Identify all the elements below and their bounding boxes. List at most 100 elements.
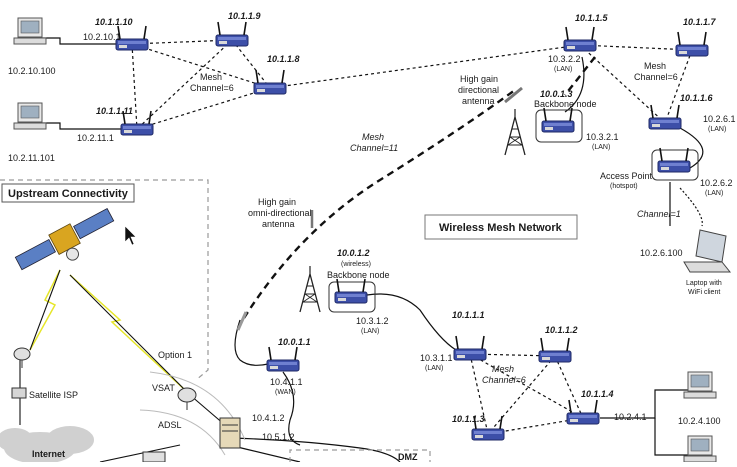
desktop-pc-icon [13, 17, 47, 45]
desktop-pc-icon [683, 435, 717, 463]
mesh-channel-label: Mesh [200, 72, 222, 82]
lan-label: (LAN) [361, 328, 379, 335]
node-id: 10.1.1.9 [228, 11, 261, 21]
ip-label: 10.2.6.1 [703, 114, 736, 124]
mesh-channel-label: Mesh [492, 364, 514, 374]
antenna-label: High gain [258, 197, 296, 207]
modem-icon [11, 387, 27, 399]
access-point-box [651, 149, 699, 181]
lan-label: (LAN) [708, 126, 726, 133]
node-id: 10.0.1.3 [540, 89, 573, 99]
ip-label: 10.3.2.2 [548, 54, 581, 64]
upstream-title-box [1, 183, 135, 203]
node-id: 10.1.1.10 [95, 17, 133, 27]
ip-label: 10.2.10.100 [8, 66, 56, 76]
mesh-router-icon [563, 26, 597, 52]
mesh-router-icon [215, 21, 249, 47]
mesh-router-icon [648, 104, 682, 130]
ip-label: 10.2.4.1 [614, 412, 647, 422]
vsat-dish-icon [177, 387, 197, 410]
ip-label: 10.2.10.1 [83, 32, 121, 42]
mesh-router-icon [538, 337, 572, 363]
desktop-pc-icon [13, 102, 47, 130]
title-box [424, 214, 578, 240]
desktop-pc-icon [683, 371, 717, 399]
internet-label: Internet [32, 449, 65, 459]
ip-label: 10.5.1.2 [262, 432, 295, 442]
mesh-channel-label: Channel=11 [350, 143, 398, 153]
wireless-label: (wireless) [341, 261, 371, 268]
satellite-dish-icon [13, 347, 31, 368]
dmz-label: DMZ [398, 452, 418, 462]
node-id: 10.0.1.1 [278, 337, 311, 347]
node-id: 10.1.1.5 [575, 13, 609, 23]
mouse-cursor-icon [124, 225, 137, 246]
tower-icon [504, 108, 526, 156]
node-id: 10.1.1.6 [680, 93, 714, 103]
lan-label: (LAN) [705, 190, 723, 197]
mesh-channel-label: Channel=6 [634, 72, 678, 82]
node-id: 10.1.1.2 [545, 325, 578, 335]
access-point-label: Access Point [600, 171, 653, 181]
laptop-label: WiFi client [688, 289, 720, 296]
adsl-label: ADSL [158, 420, 182, 430]
satellite-isp-label: Satellite ISP [29, 390, 78, 400]
wan-label: (WAN) [275, 389, 296, 396]
laptop-label: Laptop with [686, 280, 722, 287]
antenna-label: High gain [460, 74, 498, 84]
mesh-router-icon [566, 399, 600, 425]
channel-label: Channel=1 [637, 209, 681, 219]
node-id: 10.1.1.3 [452, 414, 485, 424]
diagram-title: Wireless Mesh Network [439, 222, 563, 234]
backbone-router-icon [334, 278, 368, 304]
omni-antenna-icon [236, 311, 248, 331]
mesh-channel-label: Channel=6 [190, 83, 234, 93]
links [0, 37, 704, 463]
mesh-router-icon [115, 25, 149, 51]
ip-label: 10.2.6.100 [640, 248, 683, 258]
upstream-title: Upstream Connectivity [8, 188, 129, 200]
backbone-label: Backbone node [327, 270, 390, 280]
mesh-channel-label: Mesh [362, 132, 384, 142]
ip-label: 10.2.11.1 [77, 133, 114, 143]
laptop-icon [683, 229, 732, 273]
backbone-box [328, 281, 376, 313]
lan-label: (LAN) [592, 144, 610, 151]
antenna-label: omni-directional [248, 208, 312, 218]
node-id: 10.0.1.2 [337, 248, 370, 258]
option1-label: Option 1 [158, 350, 192, 360]
ip-label: 10.3.2.1 [586, 132, 619, 142]
mesh-router-icon [453, 335, 487, 361]
antenna-label: antenna [262, 219, 295, 229]
ip-label: 10.3.1.1 [420, 353, 453, 363]
backbone-box [535, 109, 583, 143]
internet-cloud-icon [0, 426, 94, 464]
antenna-label: directional [458, 85, 499, 95]
gateway-server-icon [219, 417, 241, 449]
ip-label: 10.3.1.2 [356, 316, 389, 326]
node-id: 10.1.1.11 [96, 106, 133, 116]
ip-label: 10.4.1.1 [270, 377, 303, 387]
mesh-channel-label: Channel=6 [482, 375, 526, 385]
node-id: 10.1.1.8 [267, 54, 300, 64]
node-id: 10.1.1.1 [452, 310, 485, 320]
lan-label: (LAN) [425, 365, 443, 372]
lan-label: (LAN) [554, 66, 572, 73]
access-point-label: (hotspot) [610, 183, 638, 190]
access-point-router-icon [657, 147, 691, 173]
ip-label: 10.2.11.101 [8, 153, 55, 163]
mesh-router-icon [675, 31, 709, 57]
backbone-router-icon [541, 107, 575, 133]
antenna-label: antenna [462, 96, 495, 106]
backbone-label: Backbone node [534, 99, 597, 109]
satellite-icon [14, 207, 115, 271]
mesh-router-icon [266, 346, 300, 372]
adsl-modem-icon [142, 451, 166, 463]
ip-label: 10.2.6.2 [700, 178, 733, 188]
vsat-label: VSAT [152, 383, 175, 393]
directional-antenna-icon [504, 86, 523, 104]
node-id: 10.1.1.7 [683, 17, 717, 27]
ip-label: 10.4.1.2 [252, 413, 285, 423]
mesh-channel-label: Mesh [644, 61, 666, 71]
